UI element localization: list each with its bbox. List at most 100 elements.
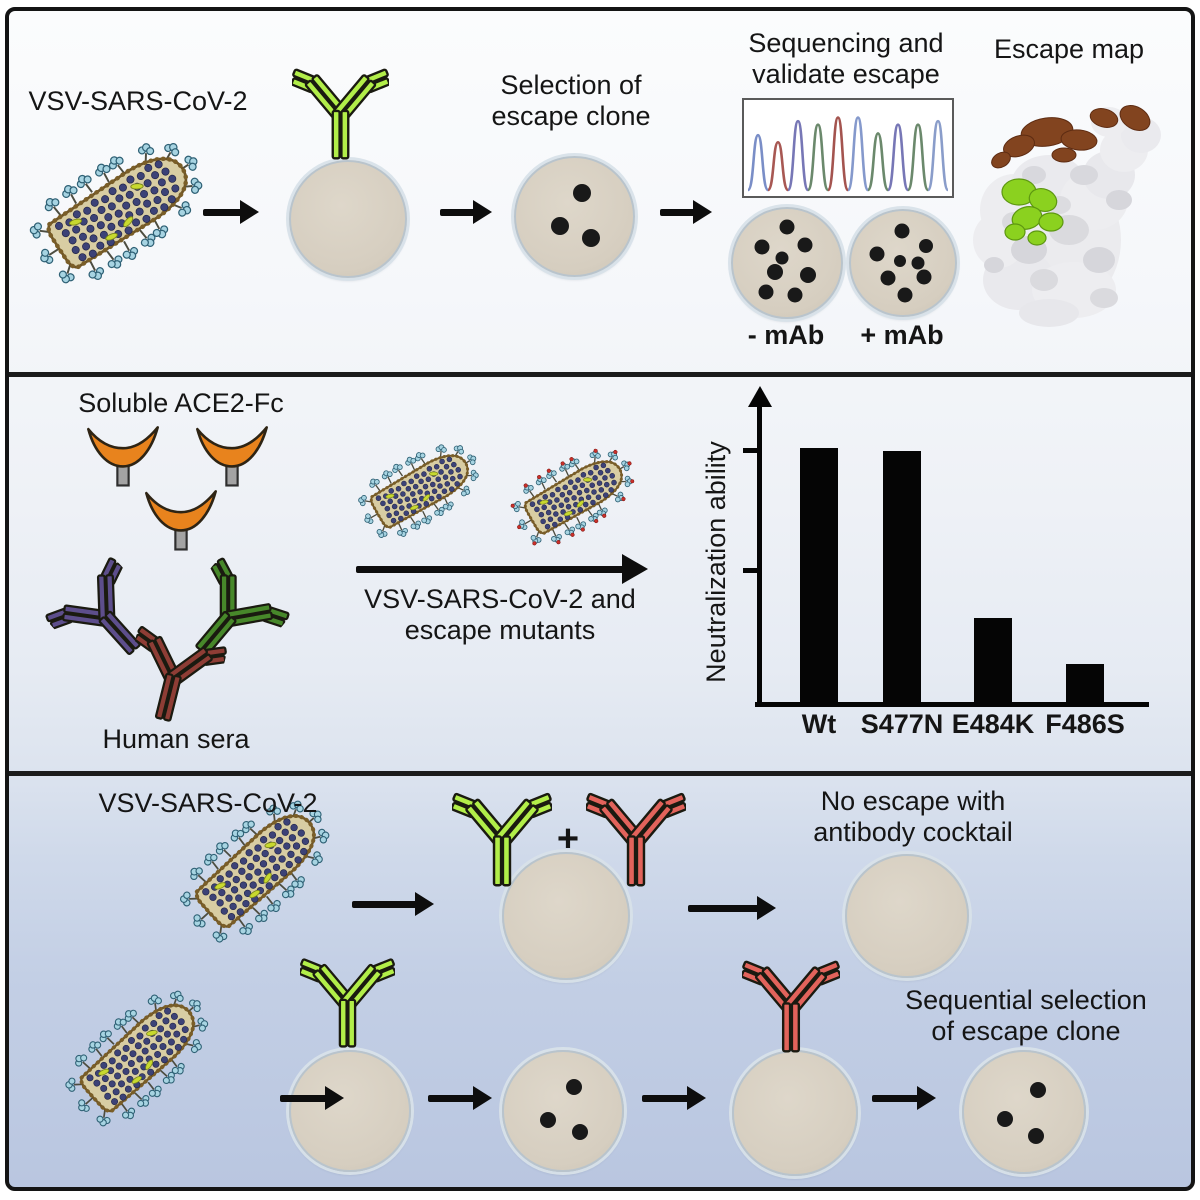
colony-dot	[551, 216, 570, 235]
spike-protein-icon	[265, 895, 281, 913]
chromatogram-peak	[746, 133, 770, 192]
green-antibody-icon	[452, 782, 552, 889]
arrow-icon	[688, 896, 776, 920]
spike-protein-icon	[76, 174, 93, 193]
y-axis-arrowhead	[747, 386, 772, 407]
green-antibody-icon	[292, 58, 389, 162]
bar-label-F486S: F486S	[1045, 709, 1125, 739]
escape-mutant-virion	[510, 448, 635, 546]
spike-protein-icon	[171, 201, 192, 217]
spike-protein-icon	[113, 1018, 128, 1034]
spike-protein-icon	[215, 842, 232, 858]
spike-protein-icon	[510, 500, 527, 513]
colony-dot	[799, 266, 816, 283]
spike-protein-icon	[575, 516, 587, 532]
top-virus-label: VSV-SARS-CoV-2	[28, 86, 248, 116]
spike-protein-icon	[106, 250, 123, 269]
escape-mutation-patches	[1001, 178, 1064, 246]
colony-dot	[754, 239, 770, 255]
spike-protein-icon	[456, 485, 471, 497]
spike-protein-icon	[44, 197, 62, 216]
chromatogram-peak	[766, 140, 790, 192]
spike-protein-icon	[212, 923, 228, 943]
colony-dot	[916, 269, 932, 285]
y-axis-line	[757, 406, 762, 702]
selection-caption: Selection of escape clone	[491, 70, 651, 131]
spike-protein-icon	[184, 1039, 202, 1054]
petri-dish-cocktail	[502, 852, 630, 980]
chromatogram-peak	[826, 116, 850, 192]
arrow-icon	[428, 1086, 492, 1110]
spike-protein-icon	[159, 1069, 175, 1085]
spike-protein-icon	[179, 891, 199, 907]
colony-dot	[996, 1111, 1013, 1128]
spike-protein-icon	[88, 260, 105, 281]
colony-dot	[893, 254, 906, 267]
bar-Wt	[800, 448, 838, 702]
spike-protein-icon	[453, 445, 465, 459]
arrow-icon	[440, 200, 492, 224]
colony-dot	[894, 223, 910, 239]
petri-dish-second-antibody	[732, 1050, 858, 1176]
spike-protein-icon	[134, 1092, 150, 1108]
spike-protein-icon	[190, 867, 207, 883]
spike-protein-icon	[242, 820, 258, 836]
chromatogram-peak	[846, 116, 870, 192]
spike-protein-icon	[78, 1097, 94, 1112]
vsv-sars-cov-2-virion	[179, 800, 330, 943]
bar-S477N	[883, 451, 921, 702]
arrow-icon	[872, 1086, 936, 1110]
colony-dot	[897, 287, 913, 303]
bottom-virus-label: VSV-SARS-CoV-2	[98, 788, 318, 818]
colony-dot	[918, 239, 933, 254]
spike-protein-icon	[551, 529, 562, 545]
spike-protein-icon	[392, 463, 404, 477]
spike-protein-icon	[62, 185, 78, 205]
spike-protein-icon	[121, 1103, 136, 1120]
spike-protein-icon	[193, 912, 210, 928]
spike-protein-icon	[607, 450, 619, 465]
spike-protein-icon	[252, 907, 268, 923]
ace2-fc-icon	[193, 420, 271, 492]
spike-protein-icon	[204, 853, 219, 870]
rbd-escape-map-structure	[973, 105, 1161, 327]
colony-dot	[869, 246, 885, 262]
arrow-icon	[352, 892, 434, 916]
spike-protein-icon	[587, 509, 599, 524]
chromatogram-peak	[906, 123, 930, 192]
spike-protein-icon	[147, 1081, 162, 1098]
plus-sign: +	[556, 818, 580, 860]
spike-protein-icon	[564, 522, 576, 537]
spike-protein-icon	[358, 494, 373, 507]
colony-dot	[880, 270, 896, 286]
spike-protein-icon	[381, 470, 393, 484]
red-antibody-icon	[742, 950, 840, 1055]
spike-protein-icon	[421, 510, 433, 525]
spike-protein-icon	[170, 1058, 185, 1075]
sequencing-chromatogram	[742, 98, 954, 198]
colony-dot	[581, 228, 600, 247]
ace2-fc-icon	[142, 484, 220, 556]
minus-mab-label: - mAb	[747, 320, 825, 350]
colony-dot	[911, 256, 925, 270]
ace2-label: Soluble ACE2-Fc	[78, 388, 284, 418]
petri-dish-minus-mab	[731, 207, 843, 319]
chromatogram-peak	[886, 123, 910, 192]
petri-dish-first-escape	[502, 1050, 624, 1172]
spike-protein-icon	[410, 516, 422, 530]
no-escape-caption: No escape with antibody cocktail	[813, 786, 1013, 847]
colony-dot	[1030, 1082, 1047, 1099]
spike-protein-icon	[310, 828, 330, 844]
spike-protein-icon	[99, 1030, 115, 1045]
arrow-icon	[356, 554, 648, 584]
petri-dish-infection	[289, 160, 407, 278]
ace2-fc-icon	[84, 420, 162, 492]
spike-protein-icon	[108, 156, 126, 175]
spike-protein-icon	[139, 229, 156, 247]
colony-dot	[571, 1124, 588, 1141]
spike-protein-icon	[397, 523, 408, 537]
colony-dot	[797, 237, 813, 253]
colony-dot	[779, 219, 795, 235]
vsv-sars-cov-2-virion	[358, 444, 479, 538]
